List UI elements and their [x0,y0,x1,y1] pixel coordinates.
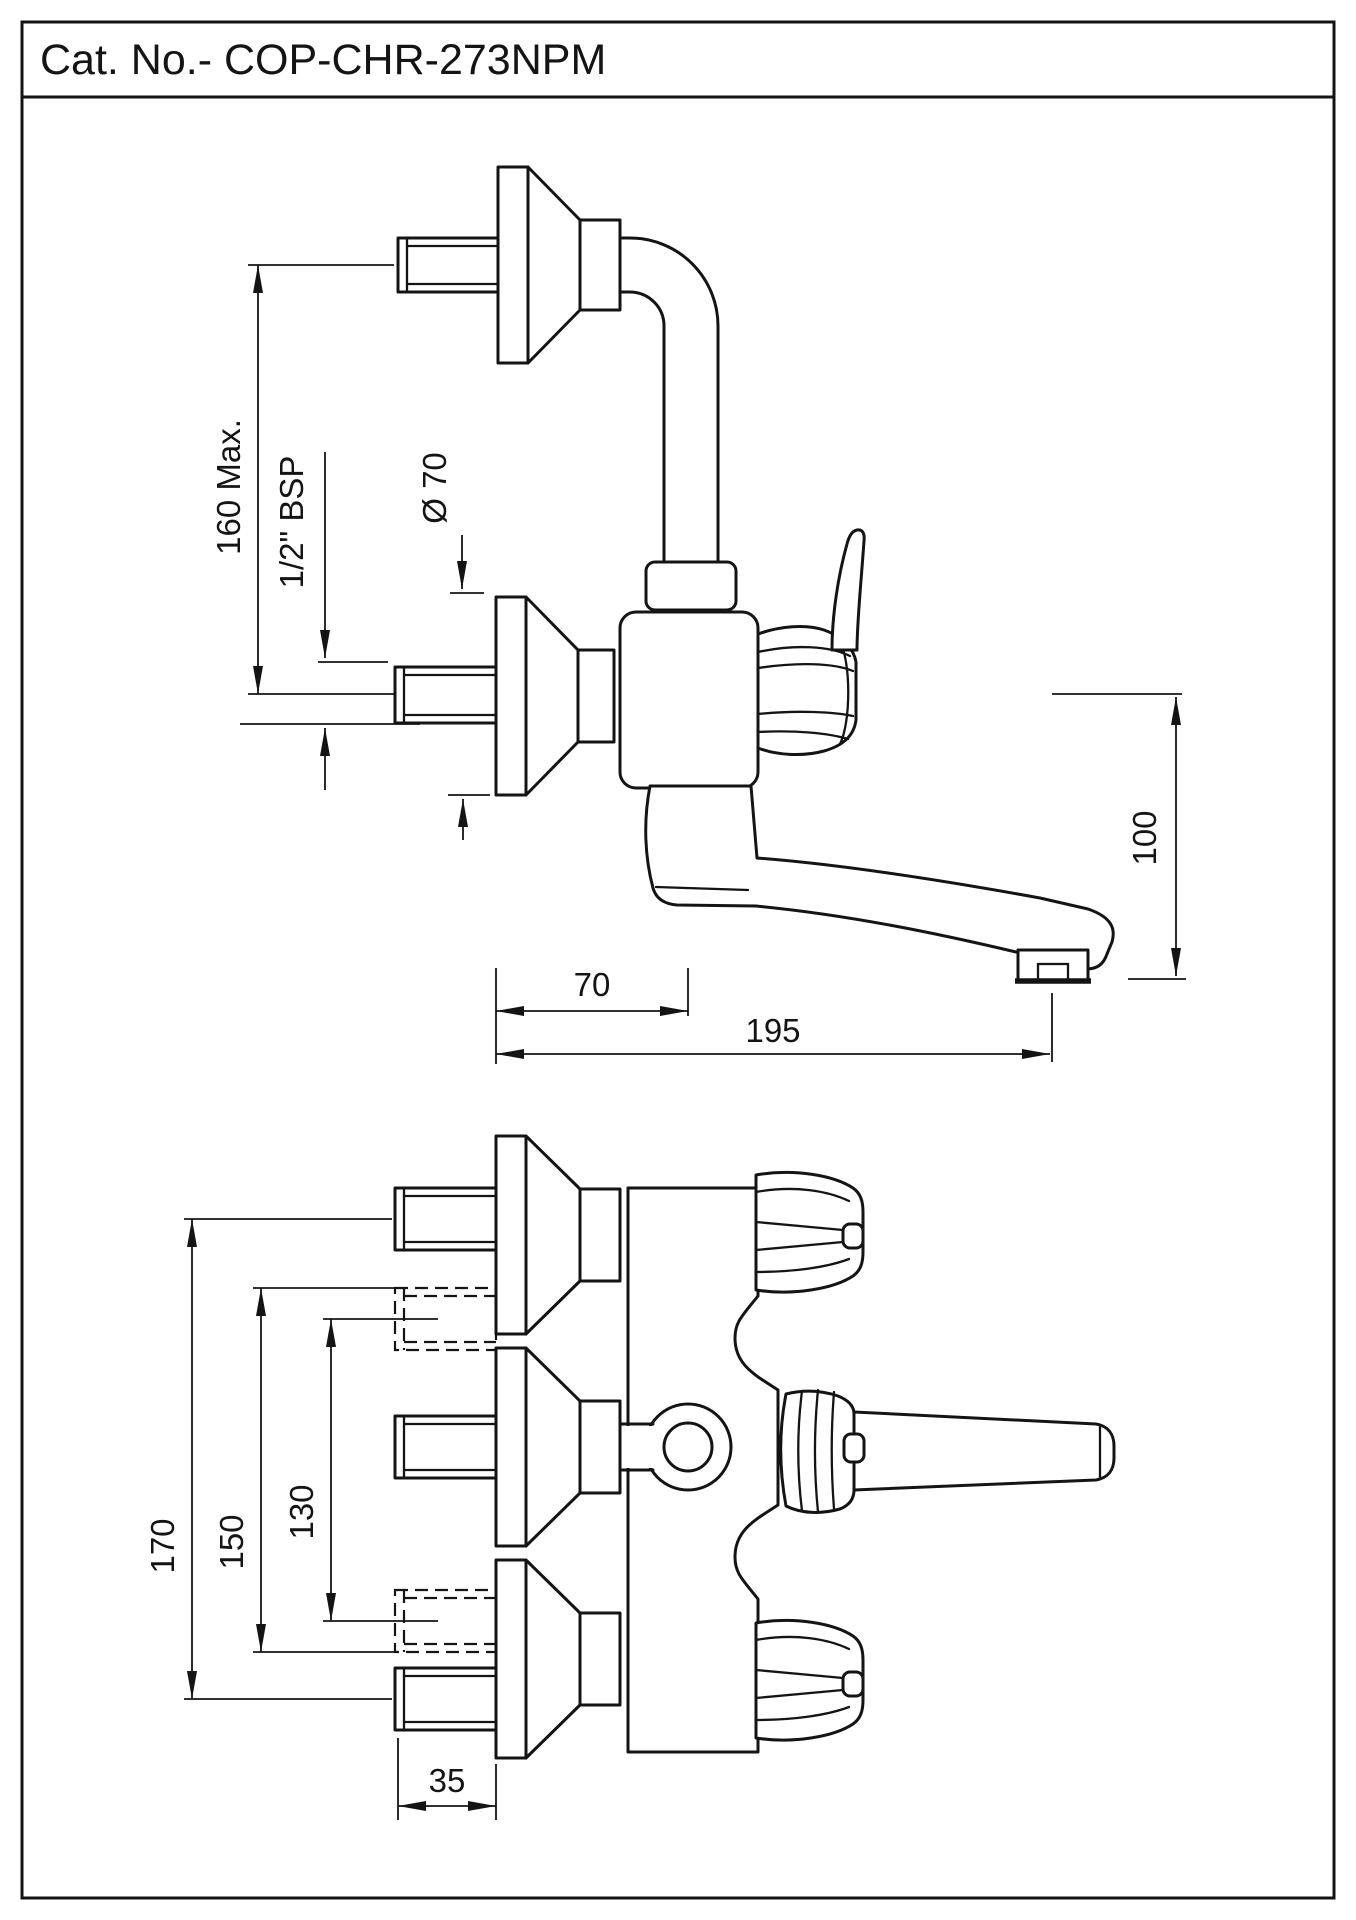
side-view: 160 Max. 1/2" BSP Ø 70 100 70 [210,165,1186,1064]
top-inlet-nipple [396,236,500,294]
dim-70: 70 [495,966,689,1064]
spout [644,784,1115,971]
front-bottom-knob [754,1618,865,1742]
front-middle-nipple [393,1414,498,1480]
top-wall-flange [496,165,622,365]
svg-text:160 Max.: 160 Max. [210,419,247,555]
lower-wall-flange [494,595,616,797]
svg-text:70: 70 [574,966,611,1003]
svg-text:170: 170 [144,1518,181,1573]
handle-knob [756,625,858,757]
front-spout [779,1388,1116,1514]
spout-ball-joint [618,1402,733,1492]
svg-text:130: 130 [283,1484,320,1539]
handle-lever [830,528,866,652]
lower-inlet-nipple [393,665,498,725]
svg-text:100: 100 [1126,810,1163,865]
front-view: 170 150 130 35 [144,1134,1116,1820]
front-bottom-flange [494,1558,622,1760]
dim-195: 195 [496,993,1053,1062]
dim-35: 35 [397,1738,497,1820]
dim-160-max: 160 Max. [210,264,394,695]
svg-text:195: 195 [745,1012,800,1049]
dim-half-bsp: 1/2" BSP [240,452,420,790]
front-top-flange [494,1134,622,1336]
dim-100: 100 [1052,693,1186,980]
svg-text:Ø 70: Ø 70 [416,452,453,524]
front-top-knob [754,1170,865,1294]
svg-text:1/2" BSP: 1/2" BSP [273,456,310,589]
dim-150: 150 [213,1287,398,1653]
svg-text:35: 35 [429,1762,466,1799]
front-bottom-nipple [393,1666,498,1732]
dim-flange-dia: Ø 70 [416,452,490,840]
valve-body [618,610,760,790]
title-text: Cat. No.- COP-CHR-273NPM [40,36,606,84]
svg-text:150: 150 [213,1514,250,1569]
elbow-pipe [618,236,720,616]
dim-170: 170 [144,1218,392,1700]
page-border [20,20,1336,1900]
front-middle-flange [494,1346,622,1548]
front-top-nipple [393,1186,498,1252]
dim-130: 130 [283,1318,438,1622]
aerator [1015,948,1091,984]
union-nut [644,560,738,612]
